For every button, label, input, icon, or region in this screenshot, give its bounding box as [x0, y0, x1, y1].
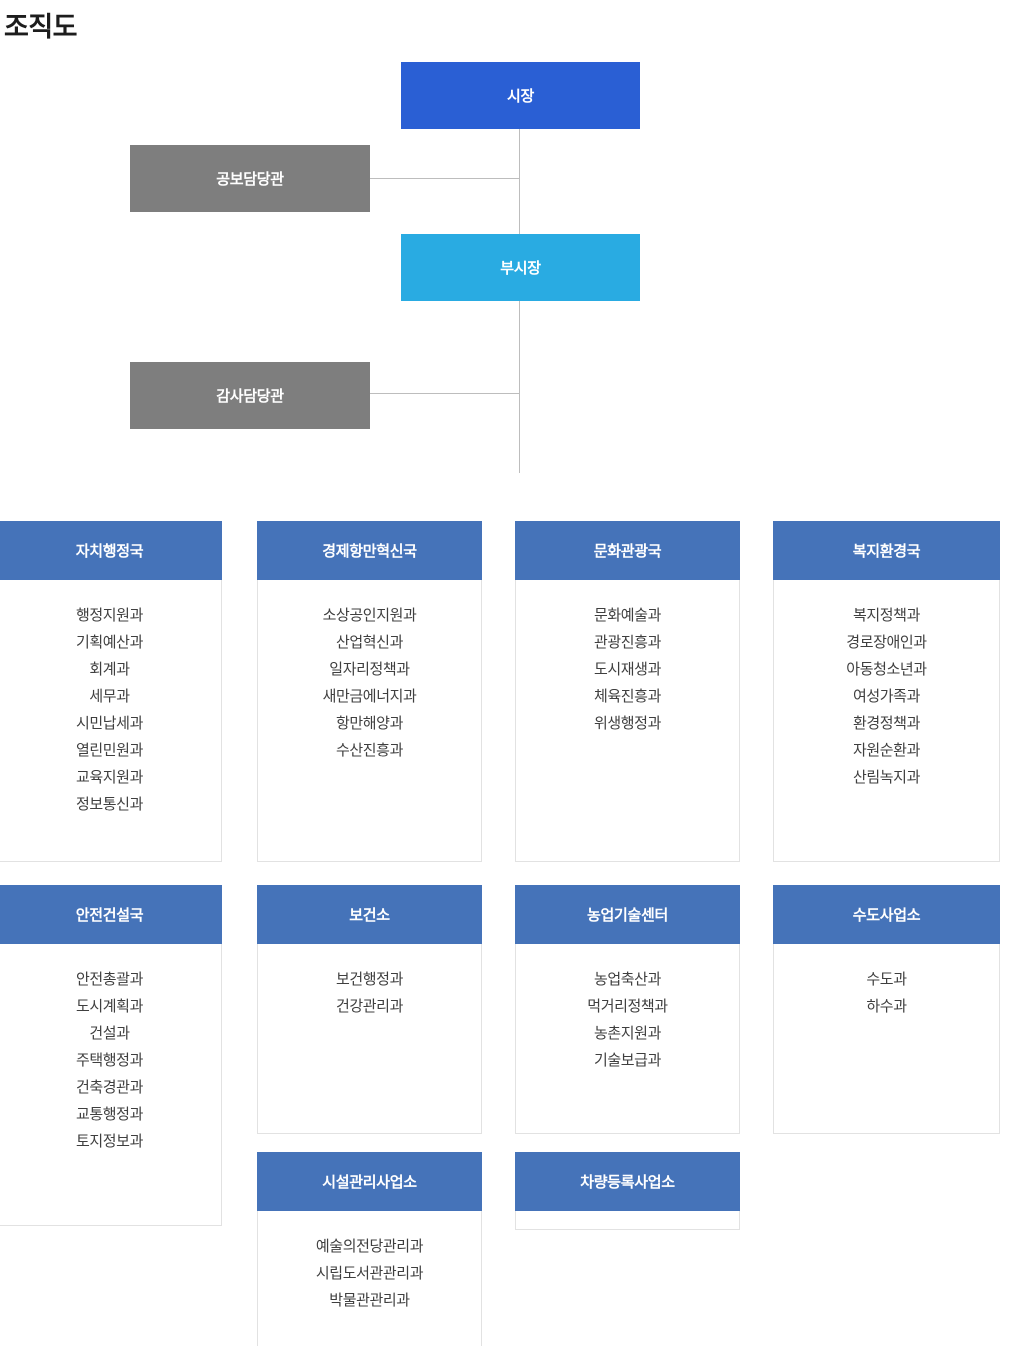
department-division-list: 농업축산과 먹거리정책과 농촌지원과 기술보급과: [516, 944, 739, 1084]
division-item[interactable]: 산업혁신과: [335, 634, 403, 651]
division-item[interactable]: 수도과: [866, 971, 907, 988]
division-item[interactable]: 기술보급과: [593, 1052, 661, 1069]
division-item[interactable]: 환경정책과: [852, 715, 920, 732]
division-item[interactable]: 아동청소년과: [846, 661, 927, 678]
division-item[interactable]: 열린민원과: [75, 742, 143, 759]
connector-pr-office: [370, 178, 520, 179]
division-item[interactable]: 행정지원과: [75, 607, 143, 624]
department-division-list: 보건행정과 건강관리과: [258, 944, 481, 1030]
department-card[interactable]: 경제항만혁신국 소상공인지원과 산업혁신과 일자리정책과 새만금에너지과 항만해…: [257, 521, 482, 862]
division-item[interactable]: 교통행정과: [75, 1106, 143, 1123]
division-item[interactable]: 농업축산과: [593, 971, 661, 988]
division-item[interactable]: 먹거리정책과: [587, 998, 668, 1015]
department-card[interactable]: 안전건설국 안전총괄과 도시계획과 건설과 주택행정과 건축경관과 교통행정과 …: [0, 885, 222, 1226]
division-item[interactable]: 농촌지원과: [593, 1025, 661, 1042]
division-item[interactable]: 건축경관과: [75, 1079, 143, 1096]
connector-audit-office: [370, 393, 520, 394]
department-card[interactable]: 복지환경국 복지정책과 경로장애인과 아동청소년과 여성가족과 환경정책과 자원…: [773, 521, 1000, 862]
department-division-list: 문화예술과 관광진흥과 도시재생과 체육진흥과 위생행정과: [516, 580, 739, 747]
division-item[interactable]: 관광진흥과: [593, 634, 661, 651]
division-item[interactable]: 도시계획과: [75, 998, 143, 1015]
node-pr-office[interactable]: 공보담당관: [130, 145, 370, 212]
division-item[interactable]: 소상공인지원과: [322, 607, 417, 624]
division-item[interactable]: 건설과: [89, 1025, 130, 1042]
department-card[interactable]: 농업기술센터 농업축산과 먹거리정책과 농촌지원과 기술보급과: [515, 885, 740, 1134]
division-item[interactable]: 주택행정과: [75, 1052, 143, 1069]
department-card[interactable]: 자치행정국 행정지원과 기획예산과 회계과 세무과 시민납세과 열린민원과 교육…: [0, 521, 222, 862]
department-header[interactable]: 경제항만혁신국: [257, 521, 482, 580]
division-item[interactable]: 복지정책과: [852, 607, 920, 624]
division-item[interactable]: 보건행정과: [335, 971, 403, 988]
node-vice-mayor[interactable]: 부시장: [401, 234, 640, 301]
connector-vice-mayor-to-departments: [519, 301, 520, 473]
division-item[interactable]: 회계과: [89, 661, 130, 678]
department-header[interactable]: 자치행정국: [0, 521, 222, 580]
department-division-list: 복지정책과 경로장애인과 아동청소년과 여성가족과 환경정책과 자원순환과 산림…: [774, 580, 999, 801]
department-header[interactable]: 보건소: [257, 885, 482, 944]
division-item[interactable]: 도시재생과: [593, 661, 661, 678]
department-card[interactable]: 차량등록사업소: [515, 1152, 740, 1230]
department-division-list: 행정지원과 기획예산과 회계과 세무과 시민납세과 열린민원과 교육지원과 정보…: [0, 580, 221, 828]
division-item[interactable]: 교육지원과: [75, 769, 143, 786]
division-item[interactable]: 일자리정책과: [329, 661, 410, 678]
page-title: 조직도: [4, 12, 78, 42]
division-item[interactable]: 문화예술과: [593, 607, 661, 624]
department-division-list: 예술의전당관리과 시립도서관관리과 박물관관리과: [258, 1211, 481, 1324]
department-header[interactable]: 시설관리사업소: [257, 1152, 482, 1211]
department-header[interactable]: 수도사업소: [773, 885, 1000, 944]
division-item[interactable]: 여성가족과: [852, 688, 920, 705]
node-audit-office[interactable]: 감사담당관: [130, 362, 370, 429]
department-card[interactable]: 시설관리사업소 예술의전당관리과 시립도서관관리과 박물관관리과: [257, 1152, 482, 1346]
connector-mayor-to-vice-mayor: [519, 129, 520, 234]
division-item[interactable]: 하수과: [866, 998, 907, 1015]
division-item[interactable]: 체육진흥과: [593, 688, 661, 705]
division-item[interactable]: 시민납세과: [75, 715, 143, 732]
department-card[interactable]: 보건소 보건행정과 건강관리과: [257, 885, 482, 1134]
department-header[interactable]: 복지환경국: [773, 521, 1000, 580]
division-item[interactable]: 건강관리과: [335, 998, 403, 1015]
department-header[interactable]: 문화관광국: [515, 521, 740, 580]
department-header[interactable]: 안전건설국: [0, 885, 222, 944]
division-item[interactable]: 수산진흥과: [335, 742, 403, 759]
division-item[interactable]: 토지정보과: [75, 1133, 143, 1150]
department-card[interactable]: 문화관광국 문화예술과 관광진흥과 도시재생과 체육진흥과 위생행정과: [515, 521, 740, 862]
department-division-list: 소상공인지원과 산업혁신과 일자리정책과 새만금에너지과 항만해양과 수산진흥과: [258, 580, 481, 774]
division-item[interactable]: 경로장애인과: [846, 634, 927, 651]
division-item[interactable]: 기획예산과: [75, 634, 143, 651]
department-division-list: 안전총괄과 도시계획과 건설과 주택행정과 건축경관과 교통행정과 토지정보과: [0, 944, 221, 1165]
division-item[interactable]: 시립도서관관리과: [315, 1265, 424, 1282]
division-item[interactable]: 산림녹지과: [852, 769, 920, 786]
division-item[interactable]: 세무과: [89, 688, 130, 705]
department-division-list: [516, 1211, 739, 1243]
division-item[interactable]: 정보통신과: [75, 796, 143, 813]
division-item[interactable]: 자원순환과: [852, 742, 920, 759]
division-item[interactable]: 안전총괄과: [75, 971, 143, 988]
department-card[interactable]: 수도사업소 수도과 하수과: [773, 885, 1000, 1134]
division-item[interactable]: 위생행정과: [593, 715, 661, 732]
division-item[interactable]: 예술의전당관리과: [315, 1238, 424, 1255]
department-header[interactable]: 차량등록사업소: [515, 1152, 740, 1211]
department-division-list: 수도과 하수과: [774, 944, 999, 1030]
division-item[interactable]: 새만금에너지과: [322, 688, 417, 705]
division-item[interactable]: 박물관관리과: [329, 1292, 410, 1309]
node-mayor[interactable]: 시장: [401, 62, 640, 129]
department-header[interactable]: 농업기술센터: [515, 885, 740, 944]
division-item[interactable]: 항만해양과: [335, 715, 403, 732]
